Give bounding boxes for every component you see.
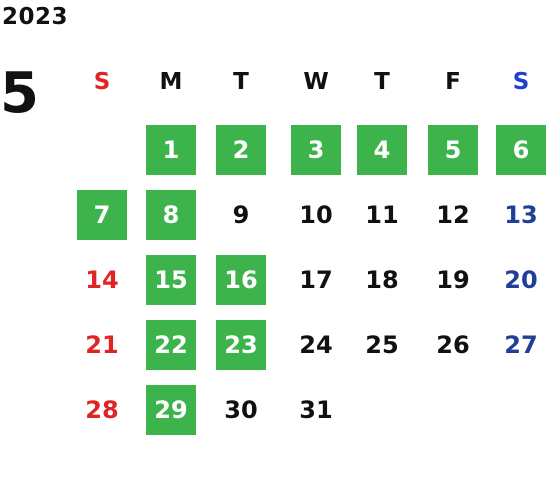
calendar-day[interactable]: 22	[146, 320, 196, 370]
weekday-label: S	[512, 69, 530, 95]
weekday-label: S	[93, 69, 111, 95]
calendar-day[interactable]: 31	[299, 396, 333, 424]
calendar-day[interactable]: 14	[85, 266, 119, 294]
calendar-day[interactable]: 25	[365, 331, 399, 359]
calendar-day[interactable]: 17	[299, 266, 333, 294]
calendar-day[interactable]: 24	[299, 331, 333, 359]
calendar-day[interactable]: 19	[436, 266, 470, 294]
calendar-day[interactable]: 30	[224, 396, 258, 424]
calendar-day[interactable]: 4	[357, 125, 407, 175]
calendar-day[interactable]: 27	[504, 331, 538, 359]
calendar-day[interactable]: 2	[216, 125, 266, 175]
calendar-day[interactable]: 6	[496, 125, 546, 175]
weekday-label: W	[303, 69, 329, 95]
calendar-day[interactable]: 5	[428, 125, 478, 175]
calendar-day[interactable]: 3	[291, 125, 341, 175]
calendar-day[interactable]: 7	[77, 190, 127, 240]
calendar-day[interactable]: 12	[436, 201, 470, 229]
year-label: 2023	[2, 4, 69, 30]
calendar-day[interactable]: 15	[146, 255, 196, 305]
calendar-day[interactable]: 21	[85, 331, 119, 359]
calendar-day[interactable]: 20	[504, 266, 538, 294]
calendar-day[interactable]: 13	[504, 201, 538, 229]
calendar-day[interactable]: 16	[216, 255, 266, 305]
calendar-day[interactable]: 29	[146, 385, 196, 435]
calendar-day[interactable]: 9	[232, 201, 250, 229]
calendar-day[interactable]: 11	[365, 201, 399, 229]
calendar-day[interactable]: 10	[299, 201, 333, 229]
calendar-day[interactable]: 18	[365, 266, 399, 294]
weekday-label: T	[233, 69, 249, 95]
month-number: 5	[0, 61, 39, 126]
weekday-label: F	[445, 69, 461, 95]
weekday-label: T	[374, 69, 390, 95]
weekday-label: M	[159, 69, 183, 95]
calendar-day[interactable]: 1	[146, 125, 196, 175]
calendar-day[interactable]: 23	[216, 320, 266, 370]
calendar-day[interactable]: 26	[436, 331, 470, 359]
calendar-day[interactable]: 28	[85, 396, 119, 424]
calendar-day[interactable]: 8	[146, 190, 196, 240]
